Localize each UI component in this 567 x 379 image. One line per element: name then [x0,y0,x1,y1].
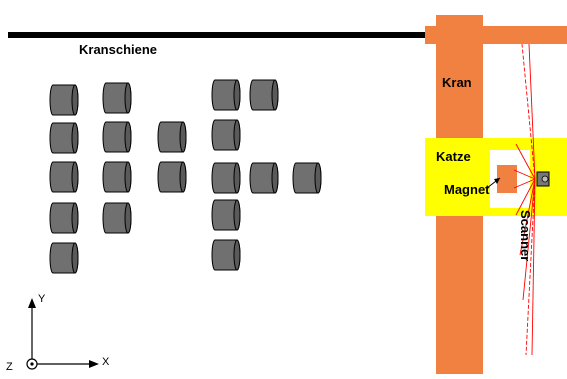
scanner-device [536,171,550,187]
coil [292,162,322,194]
magnet-pointer-head [494,178,500,184]
trolley-label: Katze [436,149,471,164]
crane-top-beam [425,26,567,44]
coils [49,79,322,274]
coil [157,161,187,193]
coil [102,202,132,234]
magnet [497,165,517,193]
coil [49,84,79,116]
trolley [425,138,567,216]
coil [49,242,79,274]
coil [102,121,132,153]
coordinate-axes [26,298,99,370]
coil [249,162,279,194]
coil [49,122,79,154]
y-axis-arrow [28,298,36,308]
coil [211,119,241,151]
coil [211,79,241,111]
coil [49,161,79,193]
coil [102,82,132,114]
coil [249,79,279,111]
scanner-beams [513,43,536,356]
magnet-label: Magnet [444,182,490,197]
x-axis-label: X [102,356,110,368]
scanner-label: Scanner [518,210,533,262]
y-axis-label: Y [38,293,46,305]
rail-label: Kranschiene [79,42,158,57]
coil [211,239,241,271]
coil [102,161,132,193]
crane-rail [8,32,567,38]
x-axis-arrow [89,360,99,368]
coil [157,121,187,153]
coil [211,199,241,231]
z-axis-label: Z [6,361,13,373]
z-axis-dot [30,362,34,366]
coil [211,162,241,194]
coil [49,202,79,234]
crane-label: Kran [442,75,472,90]
